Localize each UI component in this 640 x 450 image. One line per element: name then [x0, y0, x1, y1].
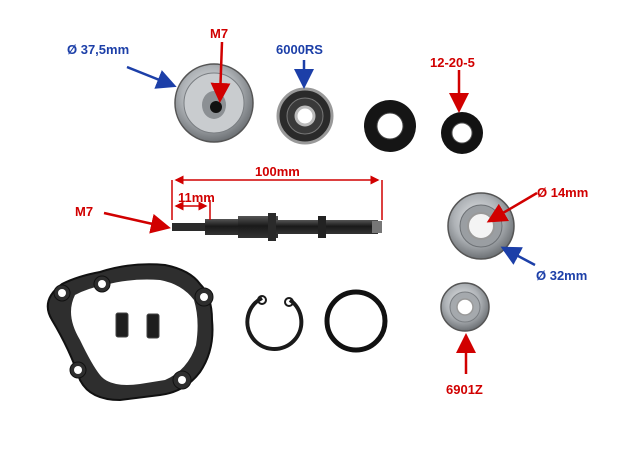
label-shaft-step: 11mm — [178, 190, 215, 205]
annotation-arrows — [103, 41, 538, 374]
label-seal-size: 12-20-5 — [430, 55, 475, 70]
pump-cup-part — [174, 63, 254, 143]
dowel-pins — [115, 312, 160, 339]
bearing-6000rs — [276, 87, 334, 145]
seal-ring-large — [364, 100, 416, 152]
label-bearing-6901z: 6901Z — [446, 382, 483, 397]
seal-12-20-5 — [441, 112, 483, 154]
bearing-6901z — [440, 282, 490, 332]
arrow-housing-diameter — [126, 65, 177, 89]
label-shaft-length: 100mm — [255, 164, 300, 179]
arrow-bearing-inner — [486, 191, 538, 223]
circlip — [245, 295, 304, 352]
label-housing-diameter: Ø 37,5mm — [67, 42, 130, 57]
label-housing-thread: M7 — [210, 26, 229, 41]
arrow-shaft-thread — [103, 211, 171, 234]
label-bearing-inner: Ø 14mm — [537, 185, 589, 200]
label-shaft-thread: M7 — [75, 204, 94, 219]
gasket — [46, 263, 214, 402]
shaft-dimension-lines — [171, 175, 383, 220]
arrow-bearing-outer — [500, 246, 536, 267]
arrow-housing-thread — [210, 41, 231, 103]
o-ring — [324, 289, 388, 353]
pump-shaft — [172, 213, 382, 241]
label-bearing-6000rs: 6000RS — [276, 42, 323, 57]
label-bearing-outer: Ø 32mm — [536, 268, 588, 283]
bearing-14x32 — [447, 192, 515, 260]
